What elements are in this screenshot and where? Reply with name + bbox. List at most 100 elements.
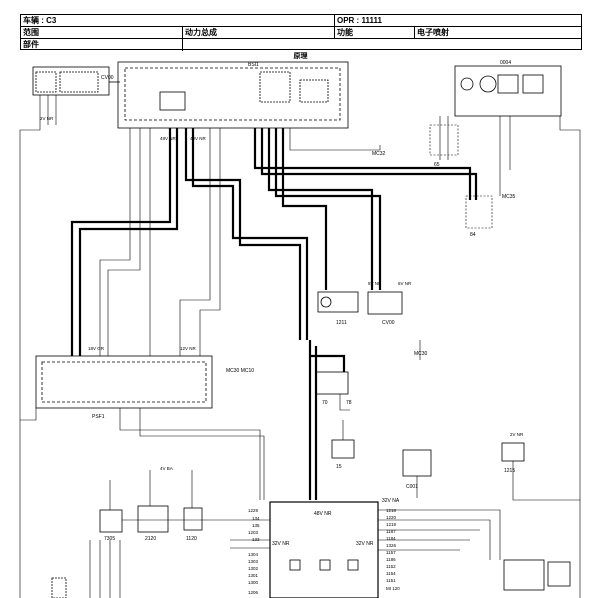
wire-psf1-ecu-1	[119, 408, 261, 500]
c1211-box	[317, 291, 359, 313]
c1120-label: 1120	[186, 536, 197, 542]
bus-wire-8	[70, 128, 172, 356]
left-bottom-connector	[51, 577, 67, 598]
ecu-left-pins: 1229 134 135 1203 133 1304 1303 1302 130…	[248, 508, 260, 595]
pin-right: 1157	[386, 550, 396, 555]
c0001-label: C001	[406, 484, 418, 490]
wire-psf1-ecu-2	[139, 408, 265, 500]
bus-wire-9	[78, 128, 179, 356]
connector-label: 2V NR	[510, 432, 524, 437]
ecu-icon-bolt	[319, 559, 331, 571]
c1215-label: 1215	[504, 468, 515, 474]
cv00-box	[32, 66, 110, 96]
injector-box	[503, 559, 545, 591]
c7305-box	[99, 509, 123, 533]
cv00-inner-left	[35, 71, 57, 93]
c78-label: 78	[346, 400, 352, 406]
c0001-box	[402, 449, 432, 477]
connector-label: 6V NR	[398, 281, 412, 286]
bsi-fuse-block	[159, 91, 186, 111]
c1215-box	[501, 442, 525, 462]
opr-cell: OPR : 11111	[337, 16, 382, 25]
wire-psf1-ground	[20, 408, 37, 421]
wire-ecu-right-2	[378, 519, 491, 560]
pin-left: 134	[252, 516, 260, 521]
connector-label: 12V NR	[180, 346, 197, 351]
vehicle-cell: 车辆 : C3	[21, 15, 335, 26]
bsi-inner	[124, 67, 341, 121]
bus-wire-2	[191, 128, 309, 340]
connector-label: 4V BA	[160, 466, 173, 471]
bus-wire-7	[281, 128, 328, 290]
title-row-3: 部件	[21, 39, 581, 51]
c65-box	[429, 124, 459, 156]
system-cell: 动力总成	[183, 27, 335, 38]
pin-right: 1219	[386, 522, 397, 527]
pin-left: 1301	[248, 573, 259, 578]
pin-right: 1187	[386, 529, 396, 534]
wire-ecu-right-1	[378, 509, 501, 560]
connector-label: 48V NR	[160, 136, 177, 141]
bus-wire-5	[267, 128, 374, 290]
wire-bsi-b	[107, 128, 141, 356]
c15-box	[331, 439, 355, 459]
pin-right: MI 120	[386, 586, 400, 591]
pin-left: 1206	[248, 590, 259, 595]
cv00-label: CV00	[101, 75, 114, 81]
c1211-label: 1211	[336, 320, 347, 326]
c70-label: 70	[322, 400, 328, 406]
mc30b-label: MC30 MC10	[226, 368, 254, 374]
ecu-upper-right-label: 32V NA	[382, 498, 400, 504]
diagram-title: 原理	[293, 53, 308, 60]
c0004-gauge-1	[479, 75, 497, 93]
c1211-symbol	[320, 296, 332, 308]
scope-label: 范围	[21, 27, 183, 38]
pin-left: 1302	[248, 566, 259, 571]
c84-box	[465, 195, 493, 229]
pin-left: 135	[252, 523, 260, 528]
pin-left: 133	[252, 537, 260, 542]
psf1-box	[35, 355, 213, 409]
connector-label: 2V NR	[40, 116, 54, 121]
bus-wire-1	[184, 128, 302, 340]
c2120-label: 2120	[145, 536, 156, 542]
connector-labels: 2V NR 48V NR 40V NR 5V NR 6V NR 18V GR 1…	[40, 116, 524, 471]
bsi-label: BSI1	[248, 62, 259, 68]
part-label: 部件	[21, 39, 183, 51]
wire-ground-left	[19, 95, 41, 598]
injector-box-2	[547, 561, 571, 587]
title-block: 车辆 : C3 OPR : 11111 范围 动力总成 功能 电子喷射 部件	[20, 14, 582, 51]
pin-right: 1186	[386, 557, 396, 562]
pin-right: 1218	[386, 508, 397, 513]
pin-left: 1203	[248, 530, 259, 535]
c84-label: 84	[470, 232, 476, 238]
wire-mc32	[289, 128, 381, 151]
bus-wire-4	[260, 128, 478, 200]
function-value: 电子喷射	[417, 28, 449, 37]
pin-right: 1151	[386, 578, 396, 583]
connector-label: 40V NR	[190, 136, 207, 141]
wire-c70-tail	[339, 394, 350, 411]
wire-bsi-d	[179, 128, 211, 356]
pin-left: 1300	[248, 580, 259, 585]
mc32-label: MC32	[372, 151, 386, 157]
pin-right: 1184	[386, 536, 396, 541]
bsi-relay-2	[299, 79, 329, 103]
title-row-2: 范围 动力总成 功能 电子喷射	[21, 27, 581, 39]
bsi-relay	[259, 71, 291, 103]
pin-right: 1326	[386, 543, 397, 548]
c0004-box	[454, 65, 562, 117]
pin-right: 1220	[386, 515, 397, 520]
pin-left: 1229	[248, 508, 259, 513]
bus-wire-3	[253, 128, 472, 200]
c0004-label: 0004	[500, 60, 511, 66]
cv00b-label: CV00	[382, 320, 395, 326]
psf1-inner	[41, 361, 207, 403]
ecu-right-pins: 1218 1220 1219 1187 1184 1326 1157 1186 …	[386, 508, 400, 591]
ecu-icon-fuel	[347, 559, 359, 571]
wire-bsi-e	[199, 128, 221, 356]
c70-box	[315, 371, 349, 395]
c65-label: 65	[434, 162, 440, 168]
c7305-label: 7305	[104, 536, 115, 542]
ecu-right-label: 32V NR	[356, 541, 374, 547]
